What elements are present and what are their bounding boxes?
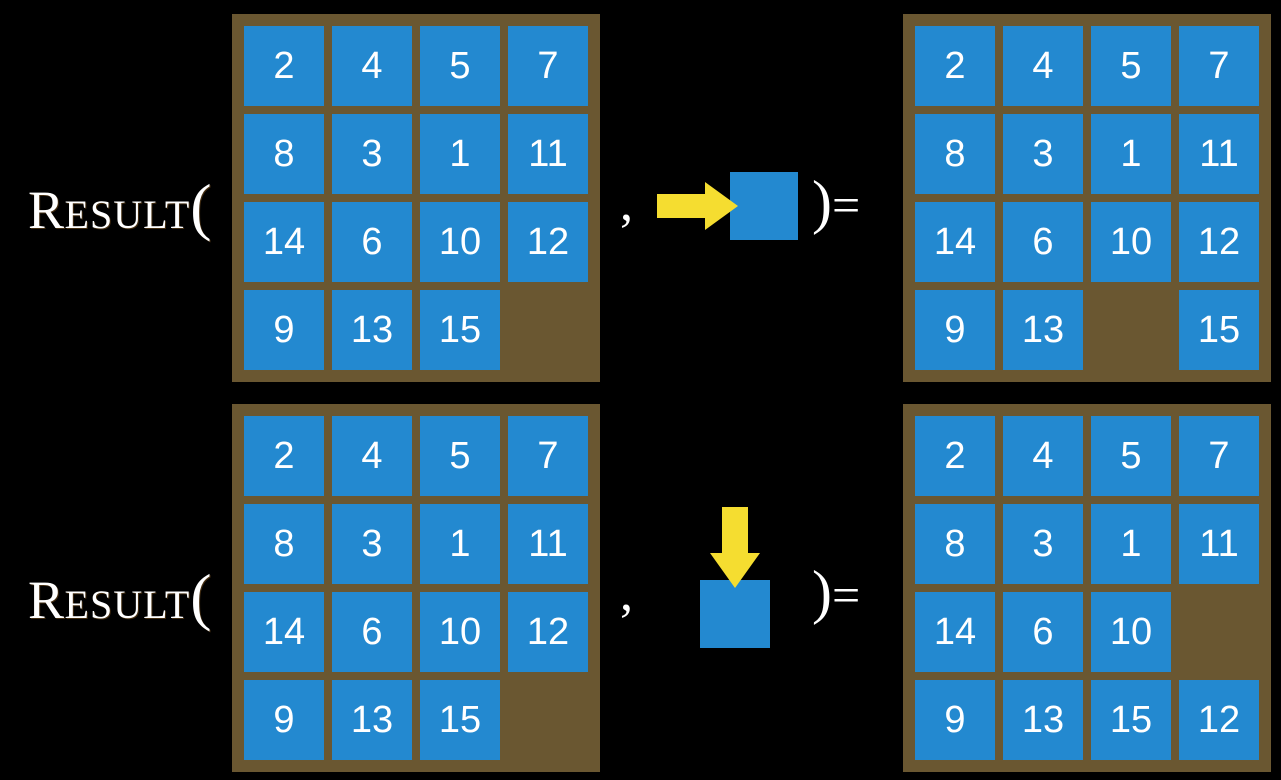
board-tile[interactable]: 6 — [332, 202, 412, 282]
move-token-down[interactable] — [690, 500, 810, 680]
board-tile[interactable]: 3 — [1003, 504, 1083, 584]
board-tile[interactable]: 11 — [1179, 504, 1259, 584]
board-tile[interactable]: 7 — [508, 26, 588, 106]
board-tile[interactable]: 15 — [420, 290, 500, 370]
close-paren-and-equals: )= — [812, 562, 860, 622]
board-empty-slot — [508, 290, 588, 370]
move-token-right[interactable] — [650, 165, 810, 250]
result-label-capital: R — [28, 570, 65, 630]
board-tile[interactable]: 4 — [332, 416, 412, 496]
board-tile[interactable]: 7 — [1179, 26, 1259, 106]
board-tile[interactable]: 4 — [1003, 416, 1083, 496]
board-tile[interactable]: 7 — [1179, 416, 1259, 496]
open-paren: ( — [190, 171, 213, 242]
arrow-right-icon — [657, 182, 738, 230]
board-empty-slot — [1179, 592, 1259, 672]
move-tile[interactable] — [700, 580, 770, 648]
board-tile[interactable]: 13 — [1003, 680, 1083, 760]
board-tile[interactable]: 14 — [915, 202, 995, 282]
board-tile[interactable]: 10 — [420, 202, 500, 282]
input-board[interactable]: 2 4 5 7 8 3 1 11 14 6 10 12 9 13 15 — [232, 14, 600, 382]
board-tile[interactable]: 11 — [1179, 114, 1259, 194]
board-tile[interactable]: 10 — [1091, 202, 1171, 282]
close-paren: ) — [812, 559, 832, 625]
result-label-capital: R — [28, 180, 65, 240]
equals-sign: = — [831, 567, 861, 623]
output-board[interactable]: 2 4 5 7 8 3 1 11 14 6 10 12 9 13 15 — [903, 14, 1271, 382]
close-paren-and-equals: )= — [812, 172, 860, 232]
board-tile[interactable]: 11 — [508, 114, 588, 194]
board-tile[interactable]: 6 — [1003, 202, 1083, 282]
board-empty-slot — [508, 680, 588, 760]
equals-sign: = — [831, 177, 861, 233]
board-tile[interactable]: 13 — [332, 290, 412, 370]
board-tile[interactable]: 3 — [1003, 114, 1083, 194]
board-tile[interactable]: 9 — [244, 680, 324, 760]
board-tile[interactable]: 14 — [244, 202, 324, 282]
board-tile[interactable]: 8 — [244, 114, 324, 194]
board-tile[interactable]: 1 — [1091, 114, 1171, 194]
board-tile[interactable]: 1 — [420, 504, 500, 584]
board-tile[interactable]: 14 — [244, 592, 324, 672]
board-tile[interactable]: 5 — [1091, 26, 1171, 106]
board-tile[interactable]: 5 — [420, 416, 500, 496]
board-tile[interactable]: 3 — [332, 114, 412, 194]
board-tile[interactable]: 9 — [915, 680, 995, 760]
board-tile[interactable]: 13 — [1003, 290, 1083, 370]
board-tile[interactable]: 12 — [1179, 680, 1259, 760]
board-tile[interactable]: 14 — [915, 592, 995, 672]
close-paren: ) — [812, 169, 832, 235]
board-empty-slot — [1091, 290, 1171, 370]
board-tile[interactable]: 13 — [332, 680, 412, 760]
board-tile[interactable]: 3 — [332, 504, 412, 584]
board-tile[interactable]: 8 — [915, 504, 995, 584]
board-tile[interactable]: 15 — [420, 680, 500, 760]
board-tile[interactable]: 12 — [508, 592, 588, 672]
board-tile[interactable]: 4 — [332, 26, 412, 106]
board-tile[interactable]: 9 — [915, 290, 995, 370]
board-tile[interactable]: 1 — [1091, 504, 1171, 584]
board-tile[interactable]: 8 — [244, 504, 324, 584]
board-tile[interactable]: 10 — [1091, 592, 1171, 672]
result-label-smallcaps: ESULT — [64, 582, 191, 627]
board-tile[interactable]: 6 — [1003, 592, 1083, 672]
arrow-down-icon — [710, 507, 760, 588]
output-board[interactable]: 2 4 5 7 8 3 1 11 14 6 10 9 13 15 12 — [903, 404, 1271, 772]
open-paren: ( — [190, 561, 213, 632]
board-tile[interactable]: 1 — [420, 114, 500, 194]
board-tile[interactable]: 2 — [244, 416, 324, 496]
board-tile[interactable]: 2 — [915, 26, 995, 106]
board-tile[interactable]: 4 — [1003, 26, 1083, 106]
board-tile[interactable]: 9 — [244, 290, 324, 370]
argument-separator-comma: , — [620, 565, 633, 622]
board-tile[interactable]: 5 — [420, 26, 500, 106]
board-tile[interactable]: 12 — [508, 202, 588, 282]
board-tile[interactable]: 2 — [915, 416, 995, 496]
board-tile[interactable]: 7 — [508, 416, 588, 496]
board-tile[interactable]: 8 — [915, 114, 995, 194]
board-tile[interactable]: 2 — [244, 26, 324, 106]
board-tile[interactable]: 11 — [508, 504, 588, 584]
input-board[interactable]: 2 4 5 7 8 3 1 11 14 6 10 12 9 13 15 — [232, 404, 600, 772]
board-tile[interactable]: 10 — [420, 592, 500, 672]
board-tile[interactable]: 15 — [1179, 290, 1259, 370]
board-tile[interactable]: 15 — [1091, 680, 1171, 760]
move-tile[interactable] — [730, 172, 798, 240]
argument-separator-comma: , — [620, 175, 633, 232]
result-label-smallcaps: ESULT — [64, 192, 191, 237]
board-tile[interactable]: 6 — [332, 592, 412, 672]
board-tile[interactable]: 5 — [1091, 416, 1171, 496]
board-tile[interactable]: 12 — [1179, 202, 1259, 282]
